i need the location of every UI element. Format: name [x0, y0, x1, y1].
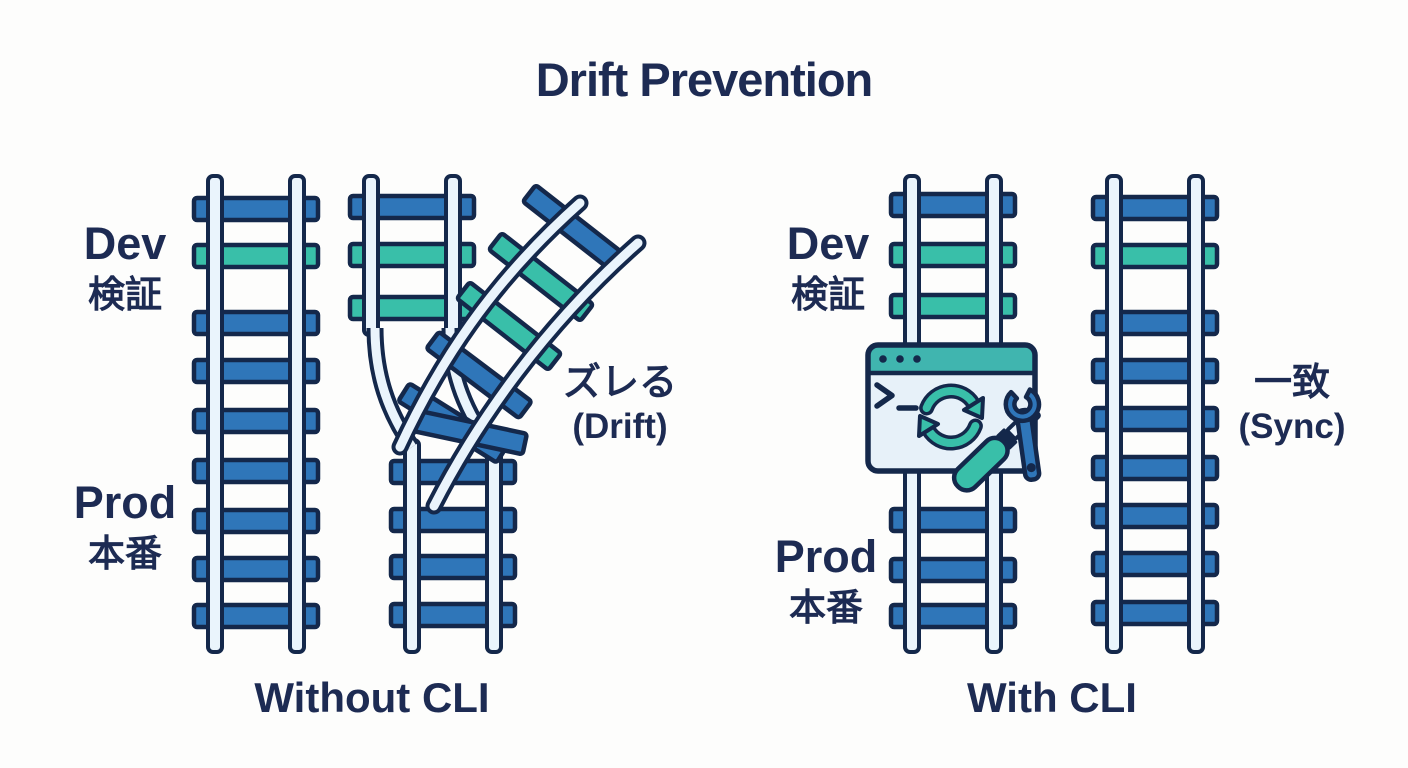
rail-tie	[1090, 454, 1220, 482]
rail-tie	[191, 242, 321, 270]
drift-annotation: ズレる (Drift)	[540, 362, 700, 446]
rail-tie	[1090, 242, 1220, 270]
rail-tie	[388, 553, 518, 581]
rail-tie	[1090, 309, 1220, 337]
right-outer-track	[1090, 174, 1220, 654]
right-prod-label-en: Prod	[774, 531, 878, 582]
rail-tie	[1090, 502, 1220, 530]
terminal-prompt-icon	[874, 382, 919, 411]
left-prod-label-ja: 本番	[88, 533, 162, 575]
drift-annotation-en: (Drift)	[572, 406, 668, 446]
right-prod-label-ja: 本番	[789, 587, 863, 629]
rail-tie	[1090, 194, 1220, 222]
right-dev-label: Dev 検証	[763, 218, 893, 316]
rail-tie	[191, 555, 321, 583]
sync-annotation: 一致 (Sync)	[1212, 362, 1372, 446]
right-dev-label-en: Dev	[786, 218, 870, 269]
sync-annotation-en: (Sync)	[1238, 406, 1346, 446]
rail-tie	[1090, 599, 1220, 627]
window-dots-icon	[879, 355, 921, 363]
rail	[1187, 174, 1205, 654]
left-dev-label-en: Dev	[83, 218, 167, 269]
rail-tie	[347, 193, 477, 221]
rail-tie	[191, 195, 321, 223]
sync-annotation-ja: 一致	[1253, 362, 1330, 404]
rail-tie	[888, 506, 1018, 534]
rail	[1105, 174, 1123, 654]
rail-tie	[191, 457, 321, 485]
right-prod-label: Prod 本番	[761, 531, 891, 629]
wrench-icon	[1003, 387, 1042, 482]
page-title: Drift Prevention	[535, 53, 874, 106]
rail	[206, 174, 224, 654]
drifting-branch-track	[391, 183, 647, 515]
rail	[403, 438, 421, 654]
drift-annotation-ja: ズレる	[562, 362, 677, 404]
rail-tie	[191, 309, 321, 337]
left-dev-label: Dev 検証	[60, 218, 190, 316]
left-outer-track	[191, 174, 321, 654]
left-dev-label-ja: 検証	[88, 274, 162, 316]
rail-tie	[1090, 357, 1220, 385]
rail-tie	[1090, 550, 1220, 578]
rail-tie	[888, 241, 1018, 269]
rail-tie	[1090, 405, 1220, 433]
rail	[444, 174, 462, 337]
rail-tie	[888, 602, 1018, 630]
rail-tie	[191, 407, 321, 435]
rail-tie	[388, 601, 518, 629]
left-caption: Without CLI	[254, 674, 490, 721]
sync-arrows-icon	[917, 383, 985, 451]
rail-tie	[388, 506, 518, 534]
rail-tie	[888, 191, 1018, 219]
right-dev-label-ja: 検証	[791, 274, 865, 316]
rail-tie	[191, 507, 321, 535]
rail-tie	[191, 357, 321, 385]
cli-tool-icon	[865, 342, 1042, 493]
rail	[362, 174, 380, 337]
rail-tie	[888, 292, 1018, 320]
railroad-tracks	[191, 174, 1220, 654]
rail	[288, 174, 306, 654]
left-prod-label-en: Prod	[73, 477, 177, 528]
left-prod-label: Prod 本番	[60, 477, 190, 575]
rail-tie	[888, 556, 1018, 584]
rail	[485, 438, 503, 654]
rail-tie	[191, 602, 321, 630]
rail-tie	[347, 241, 477, 269]
right-caption: With CLI	[967, 674, 1137, 721]
branch-track-upper	[347, 174, 477, 337]
